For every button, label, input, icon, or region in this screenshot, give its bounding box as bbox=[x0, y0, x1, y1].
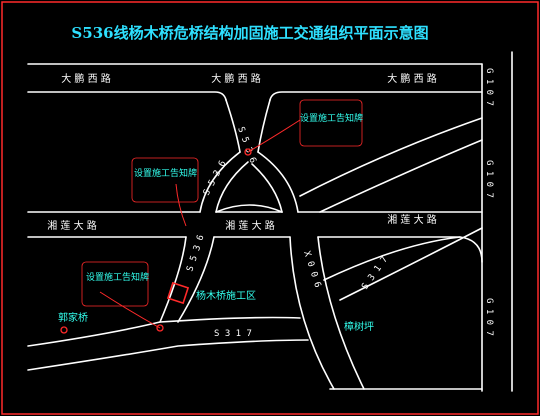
leader-sign-low bbox=[99, 291, 161, 329]
leader-sign-top bbox=[247, 119, 301, 153]
label-dapeng-west: 大 鹏 西 路 bbox=[61, 72, 111, 85]
note-sign-low: 设置施工告知牌 bbox=[86, 271, 149, 283]
label-g107-mid: G 1 0 7 bbox=[484, 160, 494, 198]
label-x006: X 0 0 6 bbox=[301, 250, 322, 289]
s536-west-branch-inner bbox=[215, 161, 249, 213]
label-s536-lower: S 5 3 6 bbox=[185, 234, 206, 273]
connector-upper-edge bbox=[299, 117, 483, 197]
triangle-island-base bbox=[215, 204, 283, 213]
leader-sign-mid bbox=[175, 183, 187, 227]
x006-left-edge bbox=[289, 236, 335, 390]
s536-south-left-edge bbox=[159, 236, 187, 323]
label-dapeng-east: 大 鹏 西 路 bbox=[387, 72, 437, 85]
s536-east-branch-outer bbox=[257, 151, 299, 213]
leader-lines bbox=[99, 119, 301, 329]
sign-mid-callout-box bbox=[131, 157, 199, 203]
s317-bottom-edge bbox=[27, 339, 309, 371]
s536-east-branch-inner bbox=[251, 163, 283, 213]
s536-west-branch-outer bbox=[199, 151, 241, 213]
s317-diagonal-lower-edge bbox=[339, 227, 483, 301]
note-sign-mid: 设置施工告知牌 bbox=[134, 167, 197, 179]
label-xianglian-east: 湘 莲 大 路 bbox=[387, 213, 437, 226]
label-construction-zone: 杨木桥施工区 bbox=[196, 289, 256, 302]
sign-low-callout-box bbox=[81, 261, 149, 307]
sign-marker-top bbox=[244, 148, 252, 156]
s536-left-edge bbox=[225, 99, 241, 153]
label-g107-bottom: G 1 0 7 bbox=[484, 298, 494, 336]
s317-diagonal-upper-edge bbox=[323, 236, 461, 281]
label-dapeng-mid: 大 鹏 西 路 bbox=[211, 72, 261, 85]
label-guojia-bridge: 郭家桥 bbox=[58, 311, 88, 324]
label-zhangshu-ping: 樟树坪 bbox=[344, 320, 374, 333]
label-s317-diagonal: S 3 1 7 bbox=[360, 255, 390, 292]
x006-right-edge bbox=[317, 236, 365, 390]
sign-marker-low bbox=[156, 324, 164, 332]
label-g107-top: G 1 0 7 bbox=[484, 68, 494, 106]
s536-right-edge bbox=[257, 99, 271, 153]
map-title: S536线杨木桥危桥结构加固施工交通组织平面示意图 bbox=[71, 24, 428, 42]
guojia-bridge-marker bbox=[60, 326, 68, 334]
s536-south-right-edge bbox=[177, 236, 215, 323]
label-s317-bottom: S 3 1 7 bbox=[214, 329, 252, 339]
road-network bbox=[27, 51, 513, 392]
label-xianglian-west: 湘 莲 大 路 bbox=[47, 219, 97, 232]
note-sign-top: 设置施工告知牌 bbox=[300, 112, 363, 124]
dapeng-road-bottom-left-edge bbox=[27, 91, 227, 101]
dapeng-road-bottom-right-edge bbox=[269, 91, 483, 101]
connector-lower-edge bbox=[319, 139, 483, 213]
s317-top-edge bbox=[27, 316, 301, 347]
sign-top-callout-box bbox=[299, 99, 363, 147]
label-xianglian-mid: 湘 莲 大 路 bbox=[225, 219, 275, 232]
label-s536-ramp: S 5 3 6 bbox=[202, 159, 229, 197]
construction-zone-box bbox=[166, 281, 190, 305]
